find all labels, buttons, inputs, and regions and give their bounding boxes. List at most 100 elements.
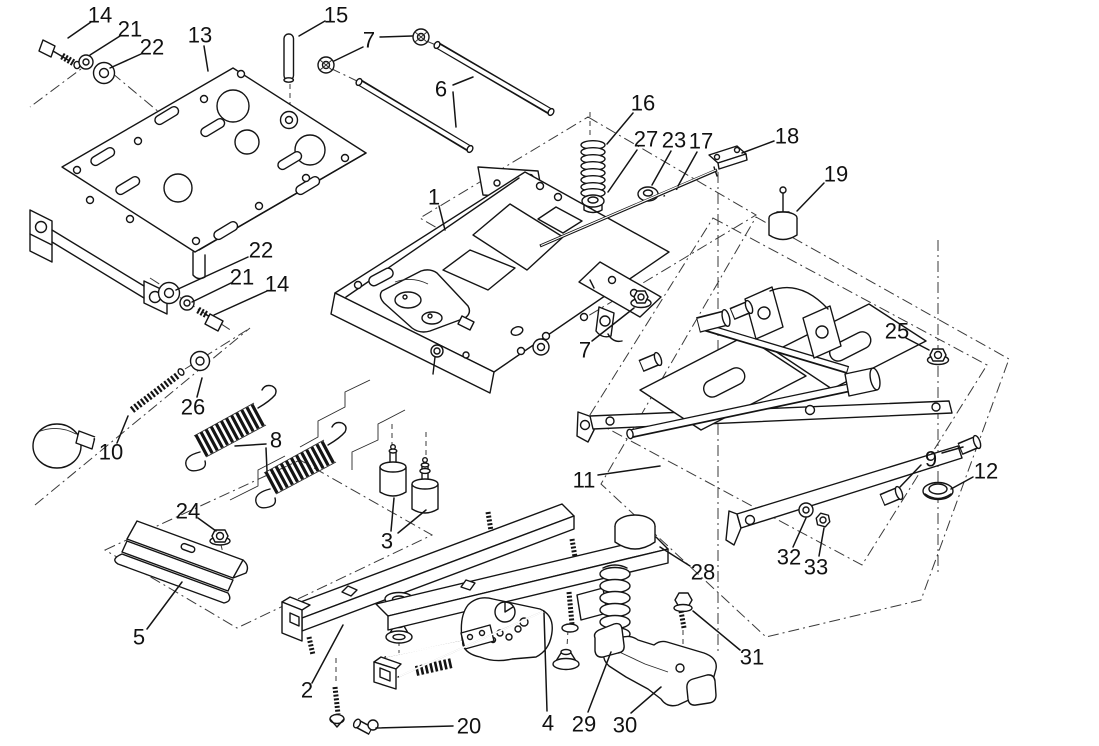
callout-14-2: 14 [213, 272, 289, 316]
callout-10: 10 [99, 415, 129, 465]
callout-leader-line [606, 112, 634, 145]
part-2-slide-rail [281, 503, 575, 728]
callout-22-2: 22 [175, 238, 273, 291]
callout-leader-line [659, 546, 691, 567]
callout-leader-line [298, 20, 326, 37]
callout-number: 18 [775, 124, 799, 149]
callout-leader-line [146, 581, 183, 630]
callout-15: 15 [298, 3, 348, 37]
callout-number: 31 [740, 645, 764, 670]
callout-leader-line [89, 35, 121, 56]
part-17-roll-pin [663, 188, 678, 197]
callout-leader-line [905, 337, 930, 351]
callout-leader-line [109, 53, 142, 69]
callout-leader-line [196, 377, 203, 398]
callout-leader-line [191, 282, 232, 303]
callout-number: 5 [133, 625, 145, 650]
callout-number: 21 [230, 265, 254, 290]
callout-25: 25 [885, 319, 930, 351]
callout-leader-line [818, 527, 825, 557]
callout-21-2: 21 [191, 265, 254, 303]
part-7-flange-nut [630, 290, 652, 309]
callout-23: 23 [651, 128, 686, 186]
callout-leader-line [692, 610, 741, 651]
callout-1: 1 [428, 185, 446, 231]
part-21-washer-lower [179, 295, 195, 311]
callout-number: 14 [88, 3, 112, 28]
callout-leader-line [375, 725, 454, 729]
part-8-extension-springs [185, 384, 347, 509]
callout-2: 2 [301, 624, 344, 703]
callout-30: 30 [613, 686, 662, 738]
callout-leader-line [597, 465, 661, 476]
callout-33: 33 [804, 527, 828, 580]
callout-number: 11 [573, 468, 596, 493]
part-22-washer-lower [157, 281, 181, 305]
callout-leader-line [796, 182, 825, 212]
part-9-bushings [638, 299, 982, 507]
callout-7: 7 [333, 28, 413, 62]
callout-number: 27 [634, 127, 658, 152]
callout-number: 26 [181, 395, 205, 420]
callout-number: 9 [925, 447, 937, 472]
callout-number: 24 [176, 499, 200, 524]
callout-leader-line [607, 149, 638, 193]
part-31-bolt [673, 592, 693, 629]
callout-26: 26 [181, 377, 205, 420]
callout-leader-line [543, 612, 548, 712]
callout-leader-line [899, 464, 922, 488]
callout-4: 4 [542, 612, 554, 736]
callout-19: 19 [796, 162, 848, 212]
plate-small-holes [72, 69, 350, 246]
callout-18: 18 [741, 124, 799, 154]
part-25-flange-nut [926, 348, 950, 366]
callout-number: 7 [363, 28, 375, 53]
callout-32: 32 [777, 517, 807, 570]
callout-29: 29 [572, 651, 612, 737]
callout-leader-line [741, 140, 775, 154]
callout-13: 13 [188, 23, 212, 72]
callout-number: 22 [249, 238, 273, 263]
callout-leader-line [452, 91, 457, 128]
part-adjuster-rod [539, 168, 718, 248]
callout-leader-line [234, 443, 267, 447]
callout-27: 27 [607, 127, 658, 193]
part-27-flanged-bushing [581, 194, 605, 214]
callout-leader-line [677, 151, 698, 187]
part-16-compression-spring [580, 139, 606, 198]
callout-12: 12 [950, 459, 998, 490]
callout-11: 11 [573, 465, 661, 493]
callout-leader-line [265, 447, 268, 472]
callout-21: 21 [89, 17, 142, 56]
part-6-pivot-rod-b [355, 77, 474, 154]
part-30-latch-lever [593, 622, 717, 707]
callout-leader-line [651, 150, 672, 186]
callout-number: 10 [99, 440, 123, 465]
callout-28: 28 [659, 546, 715, 585]
part-18-slide-block [708, 145, 748, 177]
callout-31: 31 [692, 610, 764, 670]
callout-number: 21 [118, 17, 142, 42]
callout-number: 7 [579, 338, 591, 363]
callout-number: 32 [777, 545, 801, 570]
part-latch-mechanism [373, 597, 553, 690]
part-28-cap [614, 514, 656, 550]
callout-number: 19 [824, 162, 848, 187]
callout-number: 28 [691, 560, 715, 585]
callout-number: 14 [265, 272, 289, 297]
callout-number: 23 [662, 128, 686, 153]
callout-number: 20 [457, 714, 481, 739]
callout-24: 24 [176, 499, 217, 532]
callout-leader-line [941, 446, 964, 454]
callout-number: 30 [613, 713, 637, 738]
part-20-cap [352, 718, 379, 735]
callout-leader-line [379, 35, 413, 38]
callout-leader-line [311, 624, 344, 684]
callout-14: 14 [67, 3, 112, 39]
part-13-seat-plate [29, 67, 367, 315]
callout-number: 33 [804, 555, 828, 580]
callout-leader-line [333, 46, 364, 62]
